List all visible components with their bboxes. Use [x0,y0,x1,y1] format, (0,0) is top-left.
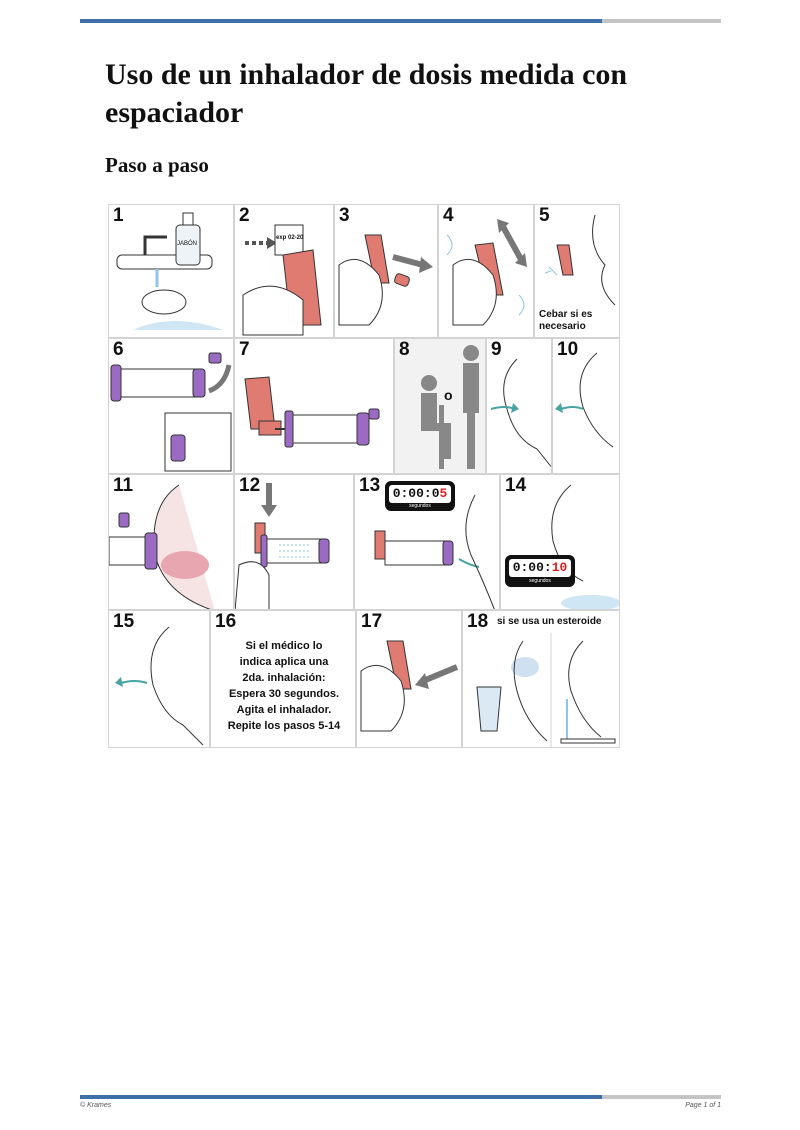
timer-display: 0:00:05 [391,487,449,501]
step-12-number: 12 [239,475,261,496]
shake-inhaler-illustration [446,219,527,326]
instruction-line: 2da. inhalación: [242,672,326,684]
repeat-dose-instructions: Si el médico lo indica aplica una 2da. i… [211,638,355,734]
mouthpiece-illustration [109,484,215,609]
step-3-panel: 3 [334,204,438,338]
page-number: Page 1 of 1 [685,1102,721,1109]
step-10-panel: 10 [552,338,620,474]
step-10-number: 10 [557,339,579,360]
step-8-number: 8 [399,339,410,360]
page-subtitle: Paso a paso [105,153,209,177]
step-9-number: 9 [491,339,502,360]
press-inhaler-illustration [235,483,330,609]
instruction-line: Si el médico lo [245,640,323,652]
timer-digits: 0:00: [512,560,552,575]
step-9-panel: 9 [486,338,552,474]
step-17-number: 17 [361,611,383,632]
timer-seconds: 10 [551,560,568,575]
remove-cap-illustration [338,234,433,326]
header-rule [80,19,721,23]
step-14-panel: 14 0:00:10 segundos [500,474,620,610]
inhale-slowly-illustration [374,481,495,609]
step-15-panel: 15 [108,610,210,748]
page-title: Uso de un inhalador de dosis medida con … [105,58,628,129]
step-18-panel: 18 si se usa un esteroide [462,610,620,748]
step-13-number: 13 [359,475,381,496]
sit-or-stand-illustration [421,345,479,469]
breathe-out-illustration [555,352,614,448]
footer-rule [80,1095,721,1099]
step-17-panel: 17 [356,610,462,748]
rinse-mouth-illustration [476,633,616,747]
step-18-number: 18 [467,611,489,632]
copyright-text: © Krames [80,1102,112,1109]
step-2-number: 2 [239,205,250,226]
step-4-number: 4 [443,205,454,226]
step-1-number: 1 [113,205,124,226]
step-11-panel: 11 [108,474,234,610]
instruction-line: Agita el inhalador. [236,704,332,716]
step-11-number: 11 [113,475,134,496]
step-4-panel: 4 [438,204,534,338]
remove-spacer-cap-illustration [110,352,232,472]
step-1-panel: 1 JABÓN [108,204,234,338]
prime-inhaler-illustration [544,214,616,306]
step-7-number: 7 [239,339,250,360]
timer-display: 0:00:10 [511,561,569,575]
instruction-line: Espera 30 segundos. [228,688,340,700]
hold-breath-illustration [505,484,619,609]
instruction-line: indica aplica una [239,656,329,668]
steroid-caption: si se usa un esteroide [497,616,602,627]
step-2-panel: 2 exp 02-20 [234,204,334,338]
step-14-number: 14 [505,475,527,496]
exhale-slowly-illustration [115,626,204,746]
step-16-panel: 16 Si el médico lo indica aplica una 2da… [210,610,356,748]
expiration-date-label: exp 02-20 [276,235,304,241]
step-15-number: 15 [113,611,135,632]
step-5-panel: 5 Cebar si es necesario [534,204,620,338]
step-7-panel: 7 [234,338,394,474]
instruction-line: Repite los pasos 5-14 [227,720,341,732]
timer-digits: 0:00:0 [392,486,440,501]
step-16-number: 16 [215,611,237,632]
soap-label: JABÓN [177,241,198,247]
handwashing-illustration [116,212,223,330]
step-12-panel: 12 [234,474,354,610]
attach-inhaler-illustration [244,376,380,448]
prime-caption: Cebar si es necesario [539,309,593,332]
step-3-number: 3 [339,205,350,226]
replace-cap-illustration [360,640,459,732]
step-6-number: 6 [113,339,124,360]
check-expiration-illustration [242,224,322,336]
timer-unit-label: segundos [529,578,551,584]
step-8-panel: 8 o [394,338,486,474]
timer-seconds: 5 [439,486,448,501]
timer-unit-label: segundos [409,503,431,509]
step-5-number: 5 [539,205,550,226]
step-illustration-grid: 1 JABÓN 2 exp 02-20 3 [108,204,620,748]
step-6-panel: 6 [108,338,234,474]
or-label: o [444,387,453,403]
step-13-panel: 13 0:00:05 segundos [354,474,500,610]
exhale-illustration [490,358,551,468]
